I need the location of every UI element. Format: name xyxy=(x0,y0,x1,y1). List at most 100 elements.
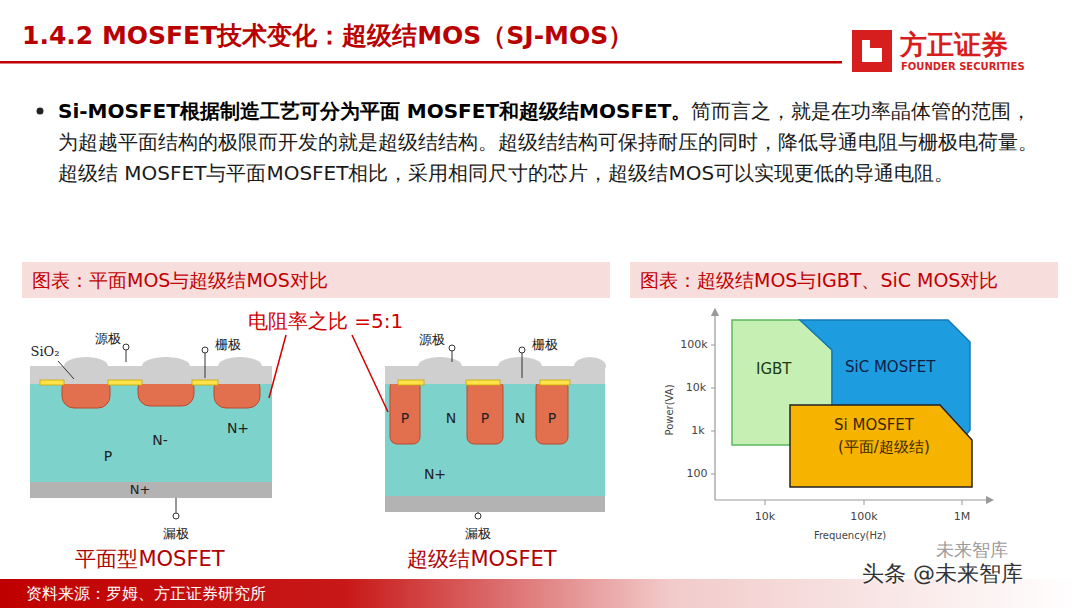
axis-tick: 10k xyxy=(755,511,775,524)
bullet-dot xyxy=(37,108,44,115)
layer-name: SiO₂ xyxy=(31,345,60,360)
superjunction-mosfet-section-part xyxy=(519,347,525,353)
axis-title: Power(VA) xyxy=(664,384,676,435)
region-label: (平面/超级结) xyxy=(838,438,930,456)
panel-header: 图表：超级结MOS与IGBT、SiC MOS对比 xyxy=(630,262,1058,298)
planar-mosfet-section-part xyxy=(123,344,129,350)
superjunction-mosfet-section-part xyxy=(522,353,523,378)
panel-title: 图表：超级结MOS与IGBT、SiC MOS对比 xyxy=(640,269,998,292)
superjunction-mosfet-section-part xyxy=(398,380,424,385)
planar-mosfet-section-part xyxy=(176,498,177,513)
superjunction-mosfet-section-part xyxy=(467,380,503,444)
region-label: SiC MOSFET xyxy=(845,358,935,376)
region-name: N xyxy=(515,410,525,426)
panel-header: 图表：平面MOS与超级结MOS对比 xyxy=(22,262,610,298)
planar-mosfet-section-part xyxy=(192,380,218,385)
planar-mosfet-section xyxy=(30,344,272,519)
ratio-leader-lines-part xyxy=(352,335,388,412)
figure-caption: 超级结MOSFET xyxy=(407,547,556,571)
superjunction-mosfet-section-part xyxy=(498,357,542,375)
region-name: P xyxy=(104,448,112,464)
superjunction-mosfet-section-part xyxy=(475,513,481,519)
logo-icon-part xyxy=(852,30,892,72)
terminal-name: 栅极 xyxy=(215,338,241,353)
bullet-dot-part xyxy=(37,108,44,115)
terminal-name: 栅极 xyxy=(532,338,558,353)
planar-mosfet-section-part xyxy=(205,353,206,378)
superjunction-mosfet-section-part xyxy=(452,351,453,362)
planar-mosfet-section-part xyxy=(58,361,74,379)
title-rule xyxy=(0,61,842,64)
ratio-note: 电阻率之比 =5:1 xyxy=(248,310,403,333)
figure-caption: 平面型MOSFET xyxy=(75,547,224,571)
axis-tick: 10k xyxy=(686,382,706,395)
chart-axes-part xyxy=(711,388,715,389)
planar-mosfet-section-part xyxy=(30,482,272,498)
chart-axes xyxy=(711,312,990,505)
source-note: 资料来源：罗姆、方正证券研究所 xyxy=(26,585,266,603)
planar-mosfet-section-part xyxy=(173,513,179,519)
planar-mosfet-section-part xyxy=(108,380,142,385)
chart-axes-part xyxy=(711,474,715,475)
slide-title: 1.4.2 MOSFET技术变化：超级结MOS（SJ-MOS） xyxy=(22,22,633,51)
logo-icon xyxy=(852,30,892,72)
axis-tick: 1k xyxy=(691,425,704,438)
terminal-name: 漏极 xyxy=(163,527,189,542)
planar-mosfet-section-part xyxy=(142,357,190,375)
region-name: N xyxy=(446,410,456,426)
planar-mosfet-section-part xyxy=(202,347,208,353)
chart-axes-part xyxy=(711,431,715,432)
region-name: P xyxy=(548,410,556,426)
axis-title: Frequency(Hz) xyxy=(814,530,886,542)
chart-axes-part xyxy=(765,500,766,505)
chart-axes-part xyxy=(714,312,715,500)
logo-subtitle: FOUNDER SECURITIES xyxy=(901,61,1025,73)
region-name: N+ xyxy=(227,420,249,436)
region-si-mosfet: Si MOSFET (平面/超级结) xyxy=(790,405,972,487)
axis-tick: 100 xyxy=(687,468,708,481)
panel-title: 图表：平面MOS与超级结MOS对比 xyxy=(32,269,328,292)
planar-mosfet-section-part xyxy=(218,357,262,375)
ratio-leader-lines xyxy=(269,335,388,412)
region-name: N+ xyxy=(130,483,151,498)
region-name: P xyxy=(401,410,409,426)
region-label: IGBT xyxy=(756,360,792,378)
superjunction-mosfet-section-part xyxy=(449,345,455,351)
title-rule-part xyxy=(0,61,842,64)
chart-axes-part xyxy=(962,500,963,505)
watermark: 未来智库 xyxy=(936,540,1008,561)
terminal-name: 源极 xyxy=(95,332,121,347)
bullet-paragraph: Si-MOSFET根据制造工艺可分为平面 MOSFET和超级结MOSFET。简而… xyxy=(58,96,1050,189)
region-name: N- xyxy=(152,432,168,448)
superjunction-mosfet-section-part xyxy=(466,380,500,385)
superjunction-mosfet-section-part xyxy=(540,380,570,385)
region-name: N+ xyxy=(424,466,446,482)
axis-tick: 100k xyxy=(680,339,707,352)
superjunction-mosfet-section-part xyxy=(385,496,605,512)
superjunction-mosfet-section-part xyxy=(536,380,568,444)
superjunction-mosfet-section-part xyxy=(574,357,606,375)
ratio-leader-lines-part xyxy=(269,335,286,398)
terminal-name: 源极 xyxy=(419,333,445,348)
bullet-lead: Si-MOSFET根据制造工艺可分为平面 MOSFET和超级结MOSFET。 xyxy=(58,99,691,123)
superjunction-mosfet-section-part xyxy=(418,357,462,375)
superjunction-mosfet-section-part xyxy=(385,366,605,384)
logo-name: 方正证券 xyxy=(900,29,1008,60)
terminal-name: 漏极 xyxy=(465,527,491,542)
chart-axes-part xyxy=(711,345,715,346)
axis-tick: 100k xyxy=(850,511,877,524)
chart-axes-part xyxy=(864,500,865,505)
superjunction-mosfet-section-part xyxy=(390,380,420,444)
planar-mosfet-section-part xyxy=(64,357,108,375)
region-si-mosfet-shape xyxy=(790,405,972,487)
watermark: 头条 @未来智库 xyxy=(862,561,1023,586)
planar-mosfet-section-part xyxy=(126,350,127,362)
region-name: P xyxy=(481,410,489,426)
axis-tick: 1M xyxy=(954,511,971,524)
chart-axes-part xyxy=(715,499,990,500)
superjunction-mosfet-section xyxy=(385,345,606,519)
region-label: Si MOSFET xyxy=(834,416,914,434)
planar-mosfet-section-part xyxy=(40,380,64,385)
